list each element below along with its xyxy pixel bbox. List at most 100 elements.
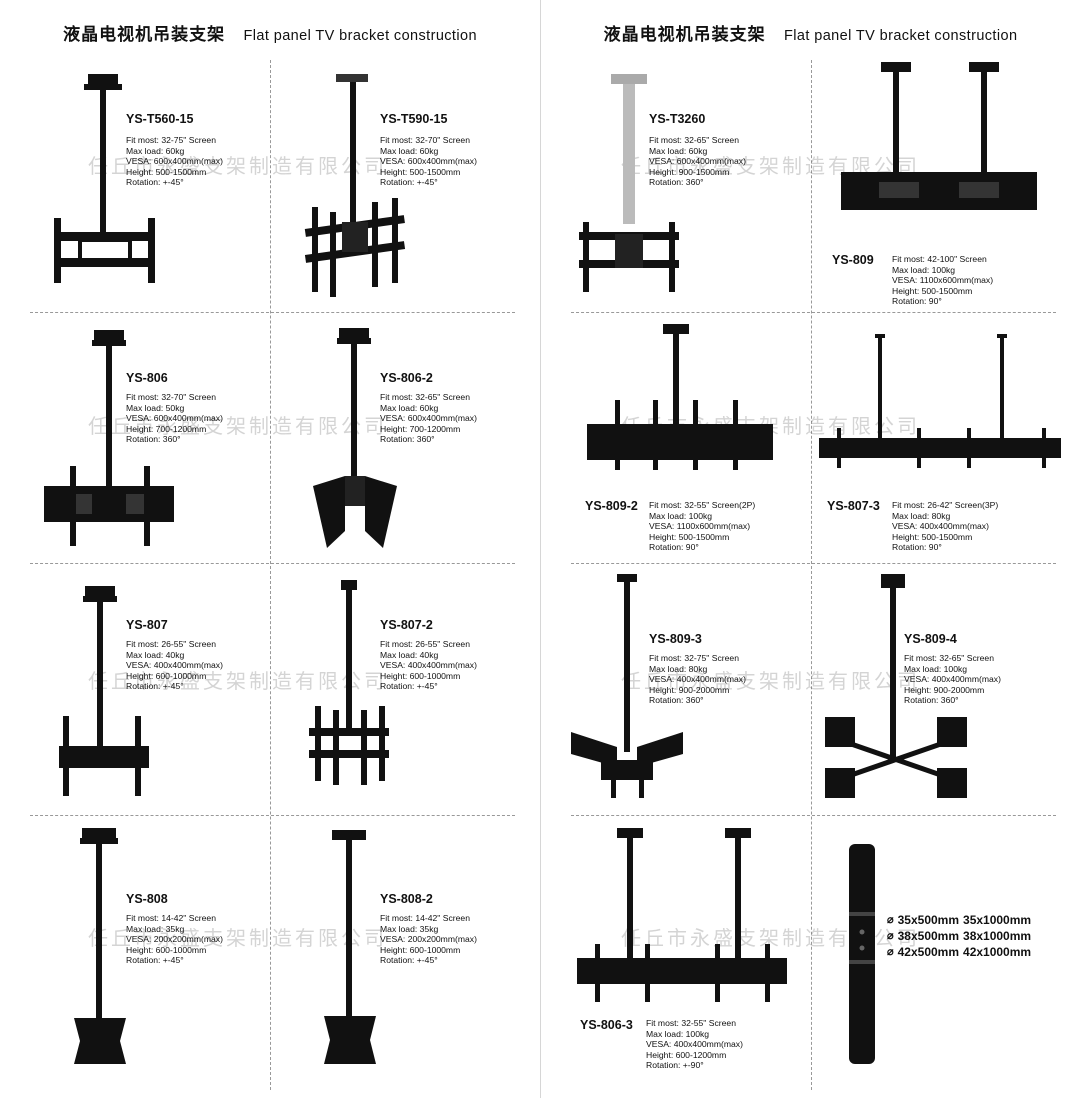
spec-line: Rotation: +-45° <box>380 681 438 692</box>
product-name: YS-806 <box>126 371 168 385</box>
spec-line: Fit most: 14-42" Screen <box>126 913 216 923</box>
spec-line: Rotation: 360° <box>904 695 959 706</box>
spec-line: Fit most: 32-70" Screen <box>126 392 216 402</box>
pipe-size-long: 35x1000mm <box>963 913 1032 927</box>
spec-line: VESA: 400x400mm(max) <box>892 521 989 532</box>
product-name: YS-807-2 <box>380 618 433 632</box>
spec-line: Height: 700-1200mm <box>380 423 461 434</box>
product-image-bracket <box>59 586 149 796</box>
spec-line: Max load: 100kg <box>904 663 968 674</box>
product-image-bracket <box>324 830 376 1064</box>
spec-line: Max load: 50kg <box>126 402 185 413</box>
product-image-bracket <box>74 828 126 1064</box>
spec-line: Height: 900-2000mm <box>649 684 730 695</box>
spec-line: Height: 500-1500mm <box>380 166 461 177</box>
spec-line: Height: 500-1500mm <box>892 531 973 542</box>
spec-line: Fit most: 26-55" Screen <box>126 639 216 649</box>
spec-line: VESA: 1100x600mm(max) <box>892 275 994 286</box>
spec-line: VESA: 600x400mm(max) <box>126 156 223 167</box>
page-fold <box>539 0 541 1098</box>
product-specs: Fit most: 14-42" Screen Max load: 35kg V… <box>126 913 223 966</box>
spec-line: Height: 900-2000mm <box>904 684 985 695</box>
spec-line: Height: 600-1000mm <box>380 944 461 955</box>
spec-line: Fit most: 32-75" Screen <box>126 135 216 145</box>
pipe-size-long: 38x1000mm <box>963 929 1032 943</box>
pipe-size-row: ⌀ 35x500mm 35x1000mm <box>887 912 1031 928</box>
spec-line: Fit most: 32-55" Screen(2P) <box>649 500 756 510</box>
spec-line: Fit most: 42-100" Screen <box>892 254 987 264</box>
product-image-bracket <box>44 330 174 546</box>
spec-line: Fit most: 14-42" Screen <box>380 913 470 923</box>
product-image-bracket <box>313 328 397 548</box>
product-name: YS-809-3 <box>649 632 702 646</box>
spec-line: Rotation: +-90° <box>646 1060 704 1071</box>
product-specs: Fit most: 32-65" Screen Max load: 60kg V… <box>380 392 477 445</box>
spec-line: Rotation: 360° <box>380 434 435 445</box>
pipe-size-row: ⌀ 42x500mm 42x1000mm <box>887 944 1031 960</box>
spec-line: Rotation: 360° <box>126 434 181 445</box>
spec-line: Max load: 80kg <box>892 510 951 521</box>
row-divider <box>571 312 1056 313</box>
spec-line: Max load: 60kg <box>380 402 439 413</box>
product-name: YS-T560-15 <box>126 112 194 126</box>
product-name: YS-809-4 <box>904 632 957 646</box>
diameter-icon: ⌀ <box>887 946 894 958</box>
spec-line: Rotation: 360° <box>649 177 704 188</box>
product-name: YS-807-3 <box>827 499 880 513</box>
spec-line: Height: 600-1000mm <box>126 670 207 681</box>
spec-line: Height: 500-1500mm <box>649 531 730 542</box>
spec-line: Rotation: +-45° <box>380 177 438 188</box>
spec-line: VESA: 400x400mm(max) <box>380 660 477 671</box>
product-name: YS-808-2 <box>380 892 433 906</box>
pipe-size-short: 35x500mm <box>897 913 960 927</box>
product-name: YS-808 <box>126 892 168 906</box>
right-page: 液晶电视机吊装支架 Flat panel TV bracket construc… <box>541 0 1080 1098</box>
product-image-bracket <box>571 574 683 798</box>
spec-line: VESA: 400x400mm(max) <box>126 660 223 671</box>
spec-line: Rotation: +-45° <box>380 955 438 966</box>
pipe-size-short: 42x500mm <box>897 945 960 959</box>
product-image-bracket <box>309 580 389 785</box>
product-name: YS-806-3 <box>580 1018 633 1032</box>
spec-line: Rotation: 90° <box>892 542 942 553</box>
spec-line: Max load: 100kg <box>649 510 713 521</box>
spec-line: VESA: 200x200mm(max) <box>380 934 477 945</box>
spec-line: VESA: 400x400mm(max) <box>649 674 746 685</box>
spec-line: Max load: 35kg <box>126 923 185 934</box>
spec-line: Fit most: 32-75" Screen <box>649 653 739 663</box>
diameter-icon: ⌀ <box>887 914 894 926</box>
spec-line: VESA: 600x400mm(max) <box>126 413 223 424</box>
extension-pipe-image <box>849 844 875 1064</box>
spec-line: Fit most: 32-65" Screen <box>649 135 739 145</box>
spec-line: Fit most: 32-65" Screen <box>380 392 470 402</box>
pipe-size-short: 38x500mm <box>897 929 960 943</box>
product-name: YS-809 <box>832 253 874 267</box>
spec-line: Height: 500-1500mm <box>892 285 973 296</box>
product-specs: Fit most: 26-42" Screen(3P) Max load: 80… <box>892 500 998 553</box>
spec-line: VESA: 200x200mm(max) <box>126 934 223 945</box>
left-page: 液晶电视机吊装支架 Flat panel TV bracket construc… <box>0 20 540 1090</box>
product-specs: Fit most: 32-70" Screen Max load: 50kg V… <box>126 392 223 445</box>
product-name: YS-806-2 <box>380 371 433 385</box>
spec-line: Max load: 35kg <box>380 923 439 934</box>
row-divider <box>30 312 515 313</box>
product-specs: Fit most: 32-70" Screen Max load: 60kg V… <box>380 135 477 188</box>
product-image-bracket <box>819 334 1061 468</box>
row-divider <box>30 815 515 816</box>
column-divider <box>270 60 271 1090</box>
page-header: 液晶电视机吊装支架 Flat panel TV bracket construc… <box>0 20 540 45</box>
product-image-bracket <box>304 74 406 297</box>
spec-line: Max load: 60kg <box>649 145 708 156</box>
product-specs: Fit most: 32-55" Screen Max load: 100kg … <box>646 1018 743 1071</box>
spec-line: Fit most: 26-55" Screen <box>380 639 470 649</box>
spec-line: Rotation: 90° <box>649 542 699 553</box>
spec-line: Fit most: 32-70" Screen <box>380 135 470 145</box>
row-divider <box>571 815 1056 816</box>
pipe-size-long: 42x1000mm <box>963 945 1032 959</box>
row-divider <box>571 563 1056 564</box>
product-specs: Fit most: 26-55" Screen Max load: 40kg V… <box>126 639 223 692</box>
product-specs: Fit most: 32-75" Screen Max load: 60kg V… <box>126 135 223 188</box>
spec-line: Rotation: 90° <box>892 296 942 307</box>
title-cn: 液晶电视机吊装支架 <box>63 25 226 45</box>
spec-line: VESA: 400x400mm(max) <box>646 1039 743 1050</box>
